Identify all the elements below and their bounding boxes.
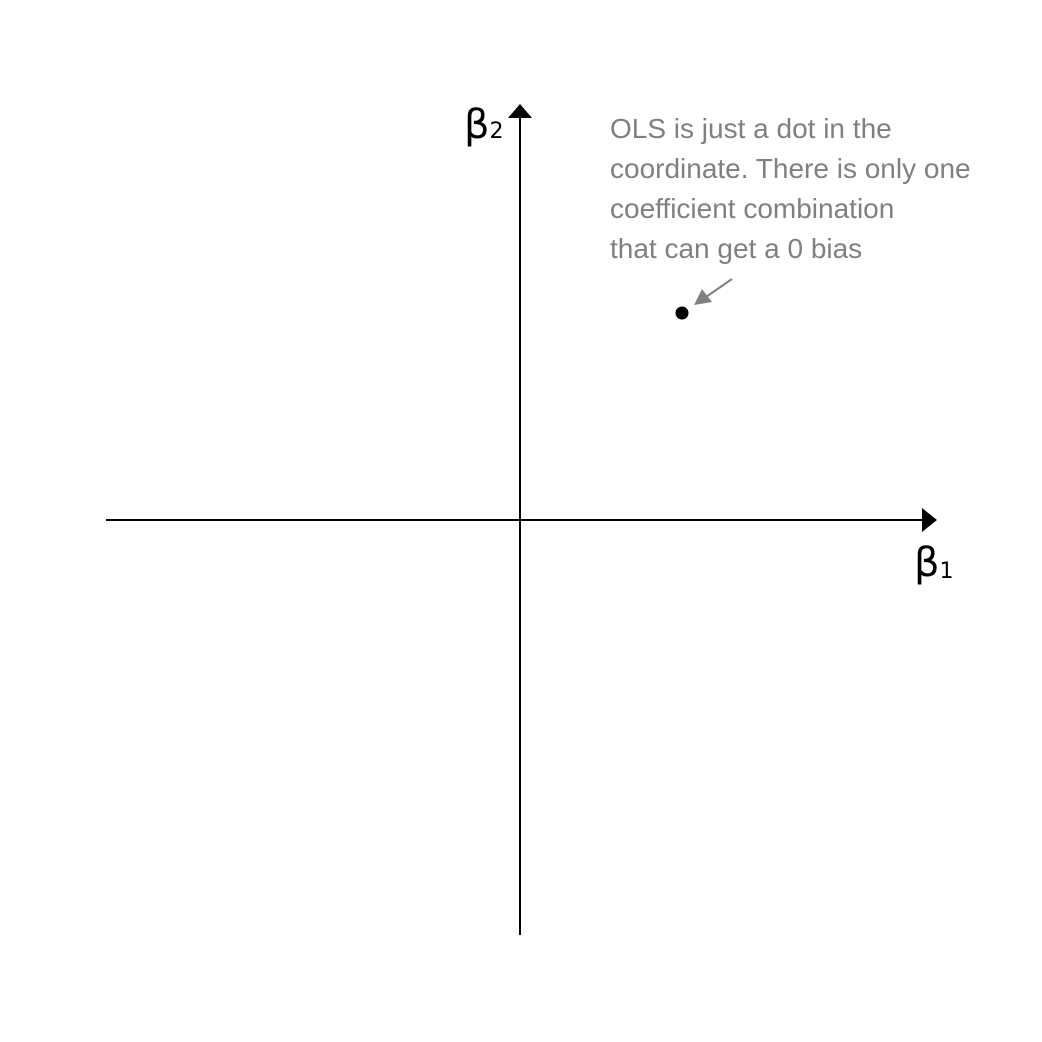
annotation-line: that can get a 0 bias [610, 233, 862, 264]
annotation-arrowhead [694, 289, 712, 305]
y-axis-subscript: 2 [490, 119, 504, 144]
annotation-line: OLS is just a dot in the [610, 113, 892, 144]
annotation-line: coordinate. There is only one [610, 153, 971, 184]
x-axis-subscript: 1 [940, 559, 954, 584]
ols-point [675, 306, 689, 320]
x-axis-label: β1 [914, 540, 954, 586]
x-axis-arrowhead [922, 508, 937, 532]
x-axis-symbol: β [914, 540, 940, 586]
y-axis-symbol: β [464, 102, 490, 148]
annotation-text: OLS is just a dot in the coordinate. The… [610, 113, 978, 264]
y-axis-label: β2 [464, 102, 504, 148]
annotation-arrow [705, 278, 733, 298]
annotation-line: coefficient combination [610, 193, 894, 224]
y-axis-arrowhead [508, 104, 532, 118]
